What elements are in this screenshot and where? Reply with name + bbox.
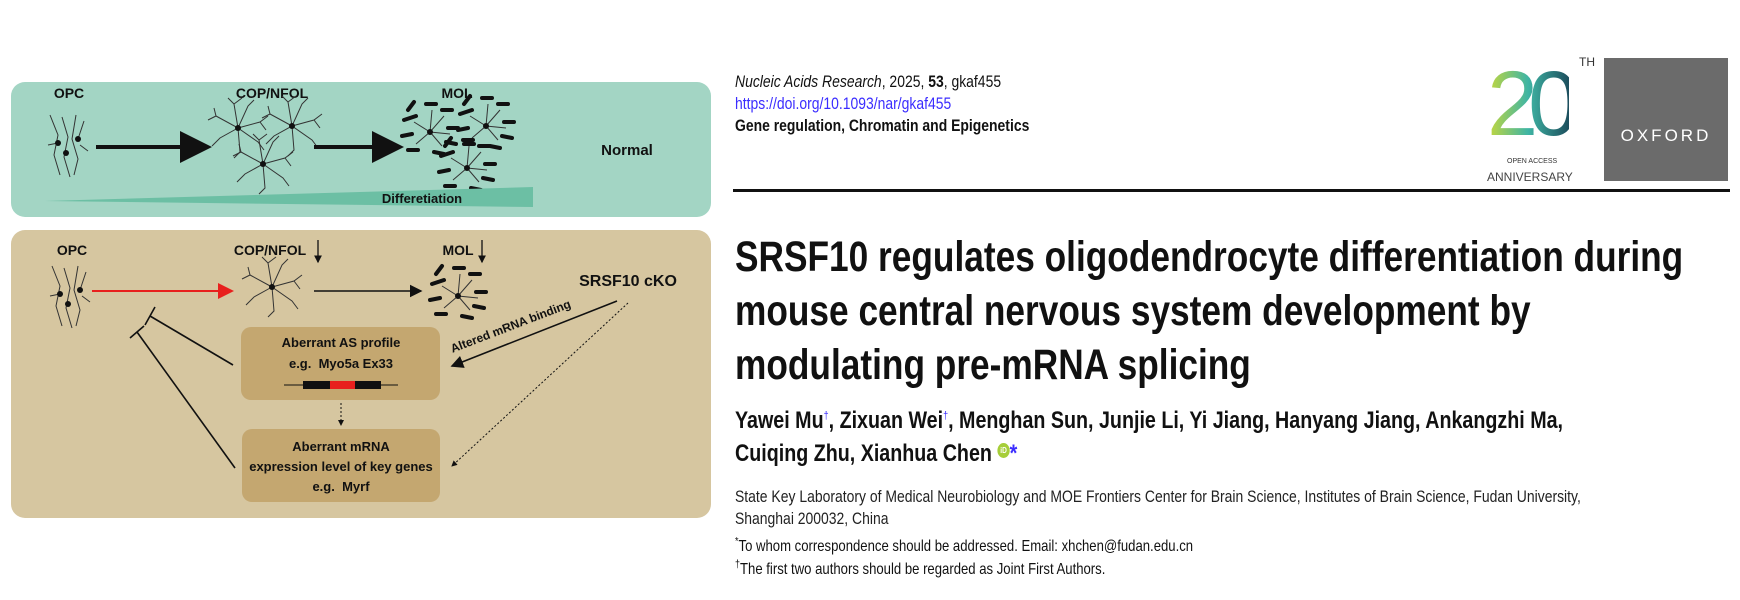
oxford-logo: OXFORD	[1604, 58, 1728, 181]
inhibition-bar-1	[144, 306, 156, 326]
corresponding-mark: *	[1009, 440, 1018, 467]
altered-binding-arrow	[450, 300, 618, 368]
affiliation-line: State Key Laboratory of Medical Neurobio…	[735, 487, 1581, 506]
logo-line2: ANNIVERSARY	[1487, 170, 1573, 184]
normal-opc-label: OPC	[54, 85, 84, 101]
footnote-mark: *	[735, 535, 739, 548]
normal-cop-label: COP/NFOL	[236, 85, 309, 101]
article-title: SRSF10 regulates oligodendrocyte differe…	[735, 230, 1683, 392]
doi-link[interactable]: https://doi.org/10.1093/nar/gkaf455	[735, 94, 952, 113]
joint-first-mark: †	[823, 410, 829, 422]
box2-line1: Aberrant mRNA	[292, 439, 390, 454]
journal-name: Nucleic Acids Research	[735, 72, 882, 91]
cko-opc-label: OPC	[57, 242, 87, 258]
correspondence-note: To whom correspondence should be address…	[738, 538, 1194, 555]
logo-number: 20	[1487, 53, 1579, 155]
other-authors[interactable]: , Menghan Sun, Junjie Li, Yi Jiang, Hany…	[948, 407, 1564, 434]
normal-mol-label: MOL	[441, 85, 473, 101]
section-label: Gene regulation, Chromatin and Epigeneti…	[735, 116, 1030, 135]
year: , 2025,	[881, 72, 929, 91]
anniversary-logo: 20 TH OPEN ACCESS ANNIVERSARY	[1487, 55, 1597, 187]
volume: 53	[928, 72, 944, 91]
expression-box	[242, 429, 440, 502]
article-id: , gkaf455	[943, 72, 1002, 91]
logo-suffix: TH	[1579, 55, 1595, 69]
inhibition-line-1	[149, 315, 234, 366]
citation-line: Nucleic Acids Research, 2025, 53, gkaf45…	[735, 72, 1001, 92]
alt-exon-block	[330, 381, 355, 389]
author-name[interactable]: Yawei Mu	[735, 407, 824, 434]
cko-cop-label: COP/NFOL	[234, 242, 307, 258]
inhibition-line-2	[136, 331, 236, 469]
publisher-name: OXFORD	[1620, 126, 1712, 145]
box2-line2: expression level of key genes	[249, 459, 433, 474]
differentiation-label: Differetiation	[382, 191, 462, 206]
separator: ,	[828, 407, 840, 434]
exon-block	[303, 381, 330, 389]
cko-condition-label: SRSF10 cKO	[579, 273, 677, 290]
title-line: SRSF10 regulates oligodendrocyte differe…	[735, 233, 1684, 281]
footnotes: *To whom correspondence should be addres…	[735, 535, 1193, 581]
logo-line1: OPEN ACCESS	[1507, 158, 1558, 165]
affiliation-line: Shanghai 200032, China	[735, 509, 889, 528]
normal-condition-label: Normal	[601, 142, 653, 159]
author-name[interactable]: Zixuan Wei	[839, 407, 944, 434]
as-profile-box	[241, 327, 440, 400]
differentiation-wedge	[45, 187, 533, 207]
header-rule	[733, 189, 1730, 192]
affiliation: State Key Laboratory of Medical Neurobio…	[735, 486, 1581, 530]
exon-block	[355, 381, 381, 389]
inhibition-bar-2	[129, 325, 145, 339]
orcid-icon[interactable]: iD	[997, 443, 1010, 458]
author-list: Yawei Mu†, Zixuan Wei†, Menghan Sun, Jun…	[735, 404, 1563, 470]
joint-author-note: The first two authors should be regarded…	[740, 561, 1106, 578]
title-line: modulating pre-mRNA splicing	[735, 341, 1251, 389]
graphical-abstract: OPC COP/NFOL MOL Normal Differetiation O…	[11, 82, 711, 518]
footnote-mark: †	[735, 558, 741, 571]
normal-panel	[11, 82, 711, 217]
box1-line1: Aberrant AS profile	[282, 335, 401, 350]
author-names[interactable]: Cuiqing Zhu, Xianhua Chen	[735, 440, 992, 467]
cko-mol-label: MOL	[442, 242, 474, 258]
box2-line3: e.g. Myrf	[312, 479, 370, 494]
title-line: mouse central nervous system development…	[735, 287, 1531, 335]
box1-line2: e.g. Myo5a Ex33	[289, 356, 393, 371]
joint-first-mark: †	[943, 410, 949, 422]
